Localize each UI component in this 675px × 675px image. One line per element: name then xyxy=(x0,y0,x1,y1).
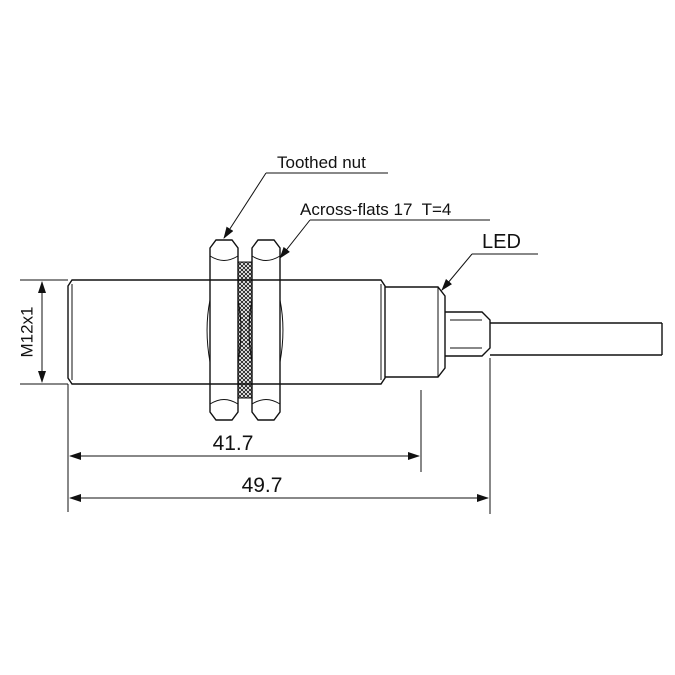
across-flats-callout: Across-flats 17 T=4 xyxy=(279,200,490,259)
dimension-41-7-label: 41.7 xyxy=(213,432,254,455)
extension-lines xyxy=(67,358,491,514)
cable-gland xyxy=(445,311,491,357)
toothed-nut-callout: Toothed nut xyxy=(223,153,388,239)
toothed-nut-label: Toothed nut xyxy=(277,153,366,172)
thread-dimension: M12x1 xyxy=(17,279,68,385)
led-label: LED xyxy=(482,231,521,253)
hex-nut-left xyxy=(206,239,242,421)
led-callout: LED xyxy=(441,231,538,291)
dimension-49-7-label: 49.7 xyxy=(242,474,283,497)
hex-nut-right xyxy=(248,239,284,421)
cable xyxy=(490,322,663,356)
toothed-washer xyxy=(237,261,253,399)
dimension-41-7: 41.7 xyxy=(69,432,420,460)
across-flats-label: Across-flats 17 T=4 xyxy=(300,200,451,219)
thread-label: M12x1 xyxy=(17,306,36,357)
rear-housing xyxy=(385,286,446,378)
threaded-body xyxy=(67,279,386,385)
dimension-49-7: 49.7 xyxy=(69,474,489,502)
